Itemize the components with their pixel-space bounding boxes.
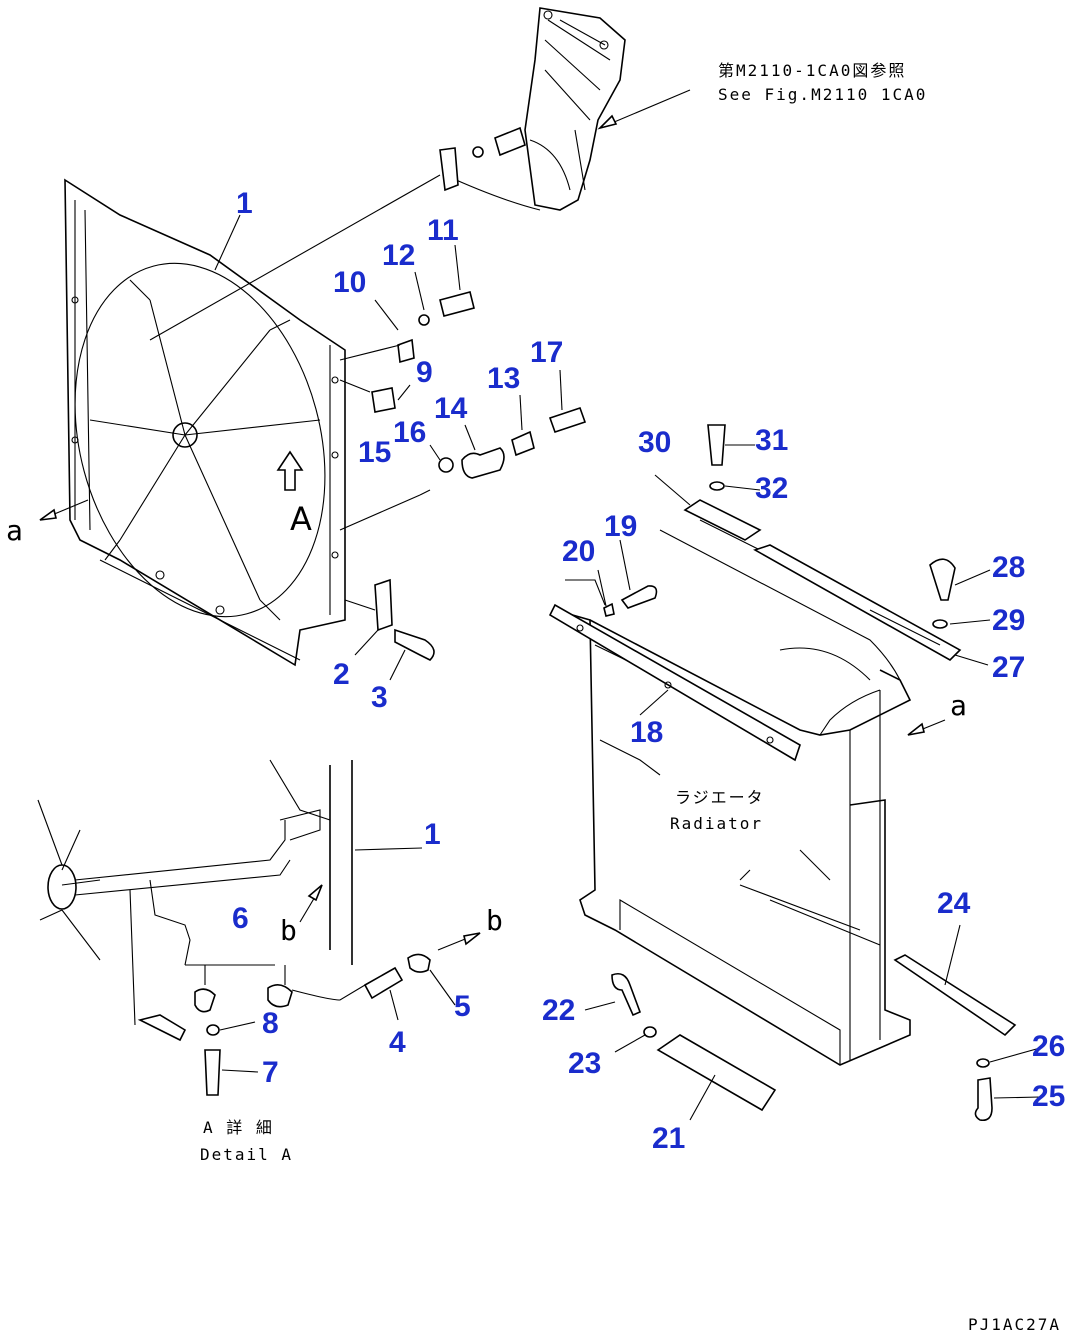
drawing-code: PJ1AC27A bbox=[968, 1315, 1061, 1334]
callout-1: 1 bbox=[236, 187, 253, 220]
callout-13: 13 bbox=[487, 362, 520, 395]
callout-25: 25 bbox=[1032, 1080, 1065, 1113]
callout-31: 31 bbox=[755, 424, 788, 457]
callout-12: 12 bbox=[382, 239, 415, 272]
callout-30: 30 bbox=[638, 426, 671, 459]
callout-32: 32 bbox=[755, 472, 788, 505]
radiator-assembly bbox=[548, 424, 1017, 1122]
direction-arrows bbox=[39, 114, 946, 951]
detail-label-en: Detail A bbox=[200, 1145, 293, 1164]
callout-22: 22 bbox=[542, 994, 575, 1027]
callout-24: 24 bbox=[937, 887, 971, 920]
direction-label-b-right: b bbox=[486, 904, 503, 937]
callout-18: 18 bbox=[630, 716, 663, 749]
radiator-label-en: Radiator bbox=[670, 814, 763, 833]
callout-10: 10 bbox=[333, 266, 366, 299]
callout-26: 26 bbox=[1032, 1030, 1065, 1063]
callout-8: 8 bbox=[262, 1007, 279, 1040]
callout-16: 16 bbox=[393, 416, 426, 449]
direction-label-a-right: a bbox=[950, 689, 967, 722]
callout-20: 20 bbox=[562, 535, 595, 568]
detail-label-jp: A 詳 細 bbox=[203, 1118, 274, 1137]
callout-17: 17 bbox=[530, 336, 563, 369]
callout-19: 19 bbox=[604, 510, 637, 543]
callout-29: 29 bbox=[992, 604, 1025, 637]
fan-shroud-frame bbox=[64, 178, 346, 667]
callout-27: 27 bbox=[992, 651, 1025, 684]
direction-label-a-left: a bbox=[6, 514, 23, 547]
callout-28: 28 bbox=[992, 551, 1025, 584]
part-callouts: 1 2 3 4 5 6 7 8 9 10 11 12 13 14 15 16 1… bbox=[232, 187, 1065, 1155]
callout-2: 2 bbox=[333, 658, 350, 691]
upper-shroud-fragment bbox=[444, 7, 626, 211]
reference-note-en: See Fig.M2110 1CA0 bbox=[718, 85, 927, 104]
callout-11: 11 bbox=[427, 214, 459, 247]
callout-7: 7 bbox=[262, 1056, 279, 1089]
top-bracket bbox=[439, 147, 459, 192]
lower-mount-line bbox=[344, 599, 376, 611]
shroud-mount-line bbox=[149, 174, 441, 341]
hardware-cluster bbox=[339, 291, 587, 531]
top-bolt bbox=[494, 126, 526, 157]
reference-note-jp: 第M2110-1CA0図参照 bbox=[718, 61, 906, 80]
callout-3: 3 bbox=[371, 681, 388, 714]
lower-bracket bbox=[374, 578, 393, 632]
lower-bolt bbox=[394, 628, 435, 661]
direction-label-b-left: b bbox=[280, 914, 297, 947]
callout-14: 14 bbox=[434, 392, 468, 425]
callout-15: 15 bbox=[358, 436, 391, 469]
callout-21: 21 bbox=[652, 1122, 685, 1155]
callout-6: 6 bbox=[232, 902, 249, 935]
leader-lines bbox=[204, 89, 1041, 1121]
view-label-a: A bbox=[290, 500, 312, 538]
top-washer bbox=[472, 146, 484, 158]
callout-5: 5 bbox=[454, 990, 471, 1023]
callout-1-detail: 1 bbox=[424, 818, 441, 851]
detail-a-view bbox=[37, 759, 431, 1096]
radiator-label-jp: ラジエータ bbox=[675, 788, 765, 807]
callout-23: 23 bbox=[568, 1047, 601, 1080]
callout-9: 9 bbox=[416, 356, 433, 389]
callout-4: 4 bbox=[389, 1026, 406, 1059]
